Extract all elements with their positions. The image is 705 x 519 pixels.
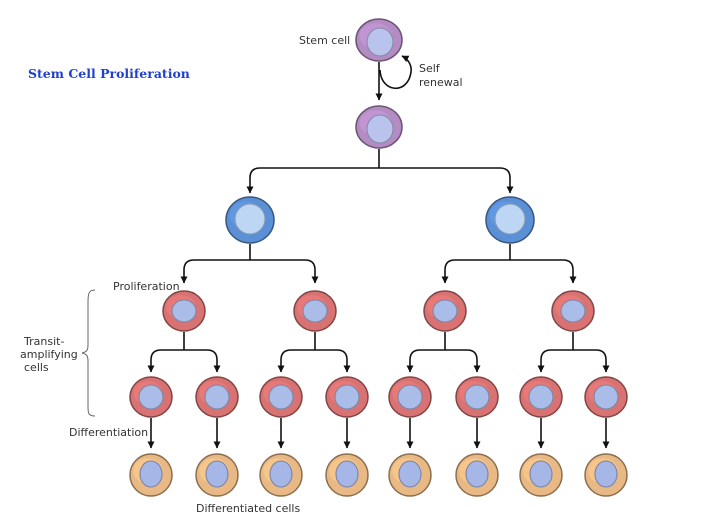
to-progenitor-right: [379, 167, 514, 194]
transit-cell-1-4: [551, 290, 595, 332]
self-renewal-arrow: [379, 55, 412, 90]
transit-cell-2-7-nucleus: [528, 384, 554, 410]
transit-cell-2-7: [519, 376, 563, 418]
to-transit2-6: [445, 349, 481, 373]
differentiated-cell-1: [129, 453, 173, 497]
differentiated-cell-1-nucleus: [139, 460, 163, 488]
differentiated-cell-8-nucleus: [594, 460, 618, 488]
differentiated-cell-3: [259, 453, 303, 497]
progenitor-cell-right-nucleus: [494, 203, 526, 235]
stem-cell-nucleus: [366, 27, 394, 57]
differentiated-cell-4-nucleus: [335, 460, 359, 488]
transit-cell-2-3: [259, 376, 303, 418]
transit-cell-1-3-nucleus: [432, 299, 458, 323]
transit-cell-2-4: [325, 376, 369, 418]
to-transit1-2: [250, 259, 319, 284]
transit-cell-1-1-nucleus: [171, 299, 197, 323]
differentiated-cell-2-nucleus: [205, 460, 229, 488]
stem-cell-label: Stem cell: [299, 34, 350, 47]
self-renewal-label-line1: Self: [419, 62, 441, 75]
differentiated-cell-2: [195, 453, 239, 497]
to-transit2-5: [406, 349, 445, 373]
transit-cell-1-2: [293, 290, 337, 332]
transit-cell-1-3: [423, 290, 467, 332]
transit-cell-2-6-nucleus: [464, 384, 490, 410]
to-transit1-4: [510, 259, 577, 284]
transit-cell-2-6: [455, 376, 499, 418]
connector-lines: [147, 62, 610, 449]
differentiated-cell-3-nucleus: [269, 460, 293, 488]
transit-cell-2-2: [195, 376, 239, 418]
transit-amplifying-brace: [81, 289, 96, 417]
transit-cell-2-5: [388, 376, 432, 418]
differentiation-label: Differentiation: [69, 426, 148, 439]
transit-cell-2-5-nucleus: [397, 384, 423, 410]
differentiated-cell-5-nucleus: [398, 460, 422, 488]
differentiated-cells-label: Differentiated cells: [196, 502, 300, 515]
transit-cell-2-1-nucleus: [138, 384, 164, 410]
transit-cell-2-8-nucleus: [593, 384, 619, 410]
transit-cell-1-1: [162, 290, 206, 332]
transit-cell-2-4-nucleus: [334, 384, 360, 410]
progenitor-cell-left-nucleus: [234, 203, 266, 235]
transit-amplifying-label-line2: amplifying: [20, 348, 78, 361]
transit-cell-2-1: [129, 376, 173, 418]
transit-amplifying-label-line3: cells: [24, 361, 49, 374]
differentiated-cell-7-nucleus: [529, 460, 553, 488]
differentiated-cell-8: [584, 453, 628, 497]
differentiated-cell-4: [325, 453, 369, 497]
stem-cell: [355, 18, 403, 62]
to-transit1-3: [441, 259, 510, 284]
transit-cell-2-2-nucleus: [204, 384, 230, 410]
proliferation-label: Proliferation: [113, 280, 180, 293]
progenitor-cell-right: [485, 196, 535, 244]
page-title: Stem Cell Proliferation: [28, 66, 190, 81]
differentiated-cell-6-nucleus: [465, 460, 489, 488]
differentiated-cell-7: [519, 453, 563, 497]
transit-cell-1-4-nucleus: [560, 299, 586, 323]
to-transit2-3: [277, 349, 315, 373]
to-progenitor-left: [246, 167, 379, 194]
progenitor-cell-left: [225, 196, 275, 244]
to-transit1-1: [180, 259, 250, 284]
to-transit2-1: [147, 349, 184, 373]
transit-cell-1-2-nucleus: [302, 299, 328, 323]
to-transit2-2: [184, 349, 221, 373]
renewed-stem-cell-nucleus: [366, 114, 394, 144]
transit-amplifying-label-line1: Transit-: [23, 335, 64, 348]
differentiated-cell-6: [455, 453, 499, 497]
transit-cell-2-3-nucleus: [268, 384, 294, 410]
to-transit2-8: [573, 349, 610, 373]
self-renewal-label-line2: renewal: [419, 76, 463, 89]
to-transit2-4: [315, 349, 351, 373]
differentiated-cell-5: [388, 453, 432, 497]
cells: [129, 18, 628, 497]
transit-cell-2-8: [584, 376, 628, 418]
renewed-stem-cell: [355, 105, 403, 149]
to-transit2-7: [537, 349, 573, 373]
